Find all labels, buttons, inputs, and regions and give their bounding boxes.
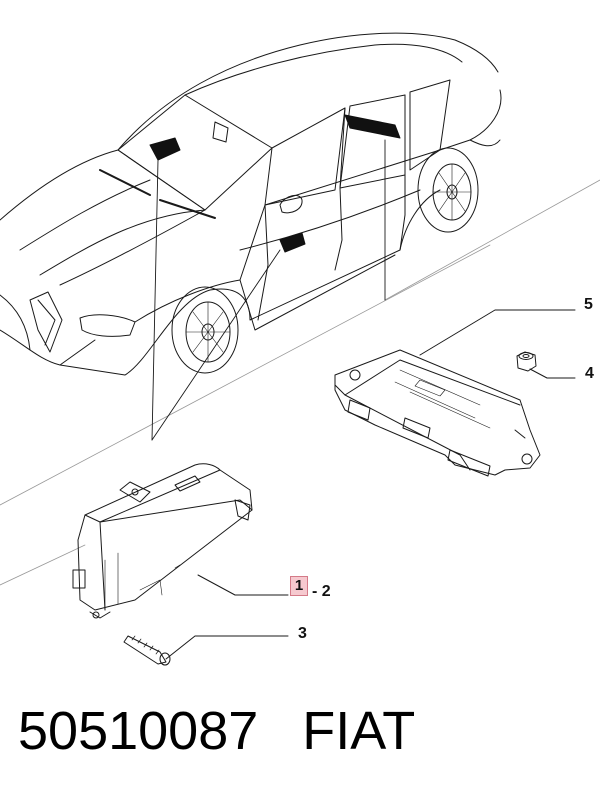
long-module-part xyxy=(334,349,541,477)
part-number: 50510087 xyxy=(18,701,259,761)
car-rear-wheel xyxy=(417,147,479,233)
callout-label-4: 4 xyxy=(585,365,594,382)
car-side xyxy=(134,89,502,323)
leader-3 xyxy=(165,635,289,660)
callout-label-3: 3 xyxy=(298,625,307,642)
location-leader-lines xyxy=(151,139,386,441)
brand-name: FIAT xyxy=(302,701,416,761)
car-grille xyxy=(29,291,63,353)
car-rear-door-window xyxy=(339,94,406,189)
car-roof-inner xyxy=(184,43,463,96)
leader-5 xyxy=(419,309,576,356)
callout-label-1: 1 xyxy=(294,577,304,594)
module-locations xyxy=(149,114,401,253)
location-marker-front xyxy=(149,137,181,161)
leader-4 xyxy=(529,368,576,379)
callout-label-5: 5 xyxy=(584,296,593,313)
location-marker-door xyxy=(279,232,306,253)
callout-leader-lines xyxy=(165,309,576,660)
car-front-wheel xyxy=(171,286,239,374)
car-windshield xyxy=(117,94,273,211)
car-roof xyxy=(117,32,499,151)
location-marker-roof xyxy=(344,114,401,139)
control-module-part xyxy=(72,463,253,619)
callout-label-2-range: - 2 xyxy=(312,583,331,600)
car-mirror xyxy=(279,194,303,214)
car-front-door-window xyxy=(264,107,346,206)
nut-part xyxy=(516,351,537,372)
ground-lines xyxy=(0,179,600,586)
car-headlight xyxy=(79,314,136,337)
callout-highlight-1[interactable]: 1 xyxy=(290,576,308,596)
part-caption: 50510087 FIAT xyxy=(18,700,415,770)
leader-1 xyxy=(197,574,289,596)
car-illustration xyxy=(0,32,502,376)
screw-part xyxy=(123,635,171,666)
